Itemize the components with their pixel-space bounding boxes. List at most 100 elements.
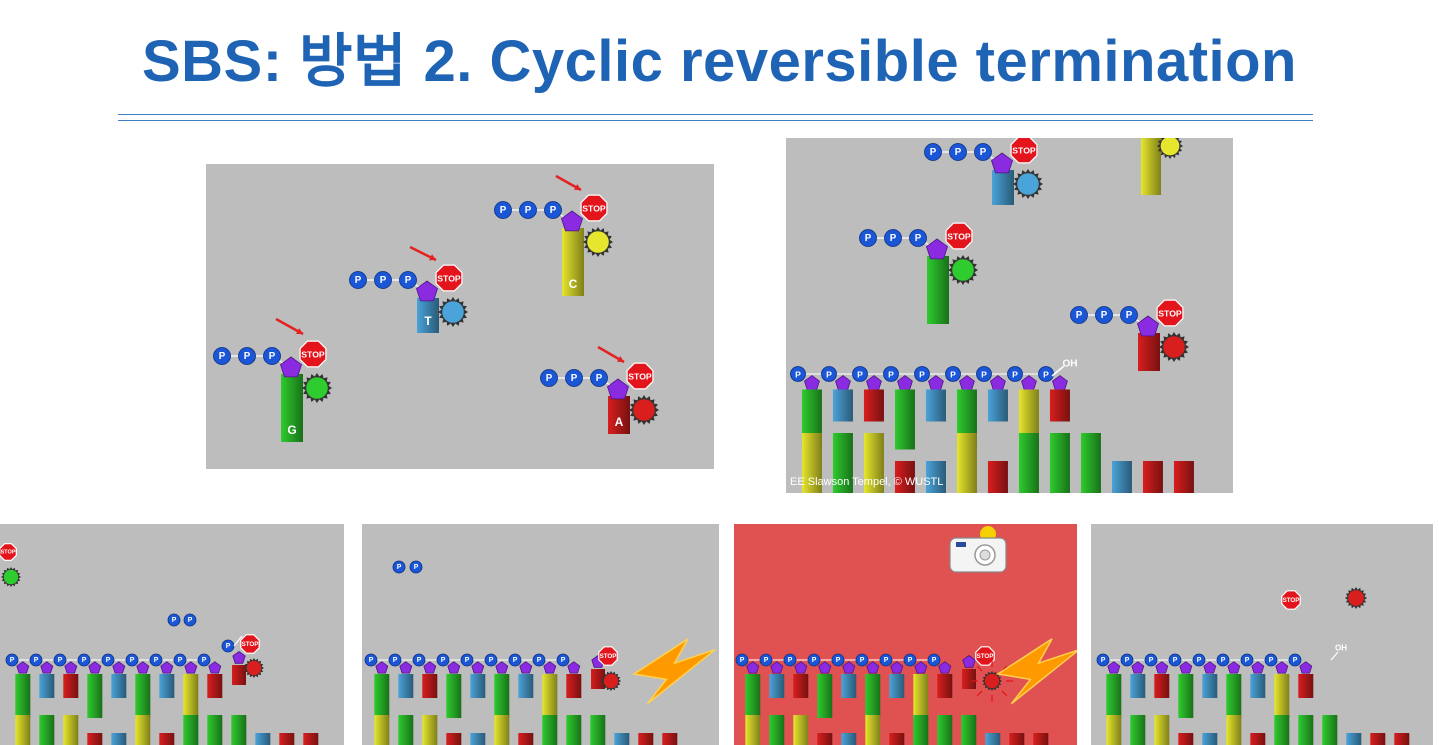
base-bar [207,715,223,745]
sugar-icon [1299,661,1313,674]
base-bar [566,674,582,698]
sugar-icon [519,661,533,674]
stop-sign-icon [598,646,618,666]
base-bar [39,674,55,698]
phosphate-label: P [130,657,135,664]
base-bar [889,674,905,698]
fluorophore-core [1160,138,1180,156]
phosphate-label: P [788,657,793,664]
base-bar [1178,674,1194,718]
phosphate-label: P [219,351,226,362]
phosphate-label: P [740,657,745,664]
lightning-bolt-icon [631,638,716,705]
phosphate-icon [53,653,67,667]
base-bar [518,674,534,698]
stop-sign-icon [626,362,654,390]
red-arrow-head [574,184,581,190]
base-bar [865,715,881,745]
phosphate-label: P [1101,310,1108,321]
phosphate-icon [238,347,256,365]
base-bar [1142,461,1163,493]
fluorophore-core [1163,336,1185,358]
phosphate-label: P [244,351,251,362]
base-bar [894,389,915,450]
sugar-icon [1179,661,1193,674]
phosphate-label: P [826,370,832,380]
fluorophore-core [633,399,655,421]
phosphate-icon [903,653,917,667]
base-bar [1298,715,1314,745]
base-bar [518,733,534,745]
phosphate-label: P [950,370,956,380]
phosphate-label: P [1043,370,1049,380]
emission-ray [1001,690,1008,697]
phosphate-icon [565,369,583,387]
emission-ray [976,665,983,672]
phosphate-label: P [188,617,193,624]
stop-sign-icon [1010,138,1038,164]
camera-lens-inner [979,549,991,561]
stop-sign-icon [299,340,327,368]
phosphate-icon [1095,306,1113,324]
base-bar [927,256,949,324]
sugar-icon [914,661,928,674]
sugar-icon [1021,375,1037,391]
phosphate-label: P [1269,657,1274,664]
phosphate-icon [1070,306,1088,324]
sugar-icon [1203,661,1217,674]
phosphate-icon [197,653,211,667]
base-bar [1049,389,1070,422]
phosphate-label: P [1245,657,1250,664]
phosphate-icon [167,613,181,627]
phosphate-label: P [537,657,542,664]
red-arrow-head [296,328,303,334]
sugar-icon [1107,661,1121,674]
slide-title: SBS: 방법 2. Cyclic reversible termination [141,29,1297,94]
phosphate-label: P [355,275,362,286]
phosphate-icon [914,366,930,382]
red-arrow-head [617,356,624,362]
sugar-icon [567,661,581,674]
phosphate-label: P [1126,310,1133,321]
base-bar [1250,733,1266,745]
base-bar [793,715,809,745]
base-bar [913,674,929,718]
stop-sign-icon [240,634,260,654]
phosphate-icon [1096,653,1110,667]
base-bar [63,674,79,698]
base-bar [111,733,127,745]
phosphate-icon [831,653,845,667]
phosphate-link [233,635,243,647]
base-bar [470,733,486,745]
base-bar [745,715,761,745]
phosphate-icon [949,143,967,161]
base-label: T [424,314,432,328]
sugar-icon [416,280,438,302]
phosphate-label: P [1173,657,1178,664]
stop-sign-icon [435,264,463,292]
base-bar [817,674,833,718]
base-bar [894,461,915,493]
fluorophore-core [442,301,464,323]
sugar-icon [991,152,1013,174]
base-bar [841,674,857,698]
phosphate-icon [5,653,19,667]
base-bar [398,674,414,698]
base-bar [398,715,414,745]
base-bar [494,715,510,745]
phosphate-icon [883,366,899,382]
base-bar [231,715,247,745]
base-bar [417,298,439,333]
red-arrow-head [429,254,436,261]
phosphate-label: P [106,657,111,664]
sugar-icon [1131,661,1145,674]
phosphate-label: P [888,370,894,380]
base-bar [925,461,946,493]
phosphate-label: P [369,657,374,664]
sugar-icon [607,378,629,400]
sugar-icon [64,661,78,674]
phosphate-icon [790,366,806,382]
